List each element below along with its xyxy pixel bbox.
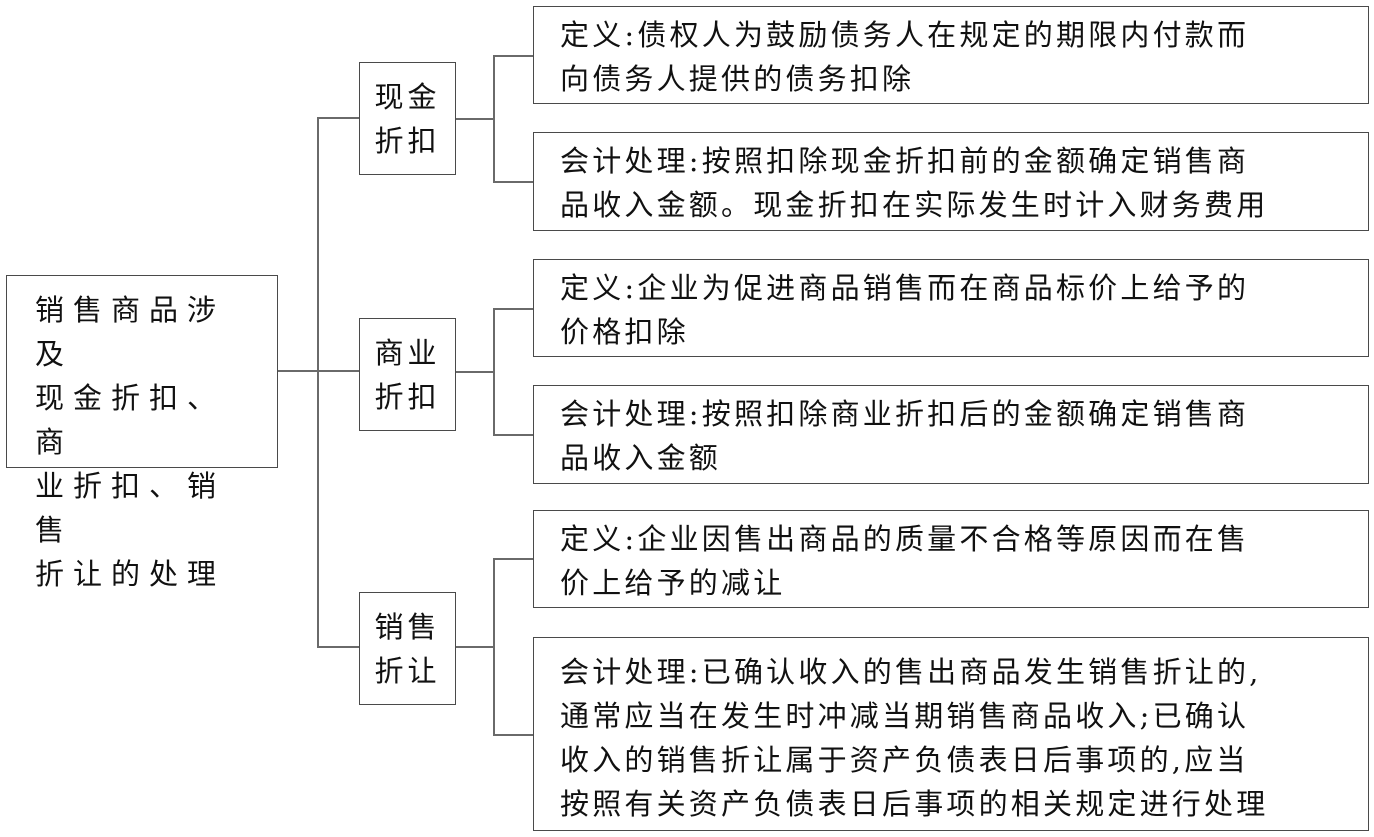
detail-line: 会计处理:已确认收入的售出商品发生销售折让的, bbox=[560, 655, 1262, 689]
connector-trade-discount-trunk bbox=[493, 308, 495, 435]
category-label-line: 折扣 bbox=[374, 380, 441, 414]
cash-discount-definition: 定义:债权人为鼓励债务人在规定的期限内付款而 向债务人提供的债务扣除 bbox=[533, 6, 1369, 104]
root-line: 现金折扣、商 bbox=[35, 381, 226, 459]
connector-trade-discount-definition bbox=[493, 308, 533, 310]
root-node: 销售商品涉及 现金折扣、商 业折扣、销售 折让的处理 bbox=[6, 275, 278, 591]
detail-line: 向债务人提供的债务扣除 bbox=[560, 62, 915, 96]
connector-cash-discount-out bbox=[456, 118, 494, 120]
connector-to-cash-discount bbox=[317, 117, 359, 119]
detail-line: 价格扣除 bbox=[560, 315, 689, 349]
detail-line: 通常应当在发生时冲减当期销售商品收入;已确认 bbox=[560, 699, 1250, 733]
category-sales-allowance: 销售 折让 bbox=[359, 592, 456, 705]
root-line: 销售商品涉及 bbox=[35, 293, 226, 371]
detail-line: 定义:债权人为鼓励债务人在规定的期限内付款而 bbox=[560, 18, 1250, 52]
connector-to-trade-discount bbox=[317, 370, 359, 372]
category-label-line: 现金 bbox=[374, 80, 441, 114]
root-line: 业折扣、销售 bbox=[35, 469, 226, 547]
detail-line: 按照有关资产负债表日后事项的相关规定进行处理 bbox=[560, 787, 1269, 821]
connector-cash-discount-definition bbox=[493, 55, 533, 57]
connector-root-trunk bbox=[317, 117, 319, 647]
trade-discount-accounting: 会计处理:按照扣除商业折扣后的金额确定销售商 品收入金额 bbox=[533, 385, 1369, 484]
sales-allowance-definition: 定义:企业因售出商品的质量不合格等原因而在售 价上给予的减让 bbox=[533, 510, 1369, 608]
detail-line: 品收入金额 bbox=[560, 441, 722, 475]
detail-line: 会计处理:按照扣除商业折扣后的金额确定销售商 bbox=[560, 397, 1250, 431]
connector-sales-allowance-trunk bbox=[493, 558, 495, 735]
detail-line: 定义:企业因售出商品的质量不合格等原因而在售 bbox=[560, 522, 1250, 556]
category-label-line: 折让 bbox=[374, 654, 441, 688]
connector-trade-discount-out bbox=[456, 371, 494, 373]
detail-line: 价上给予的减让 bbox=[560, 566, 786, 600]
detail-line: 会计处理:按照扣除现金折扣前的金额确定销售商 bbox=[560, 144, 1250, 178]
category-label-line: 销售 bbox=[374, 610, 441, 644]
connector-root-out bbox=[278, 370, 318, 372]
category-cash-discount: 现金 折扣 bbox=[359, 62, 456, 175]
connector-sales-allowance-out bbox=[456, 646, 494, 648]
connector-to-sales-allowance bbox=[317, 646, 359, 648]
detail-line: 收入的销售折让属于资产负债表日后事项的,应当 bbox=[560, 743, 1249, 777]
connector-trade-discount-accounting bbox=[493, 434, 533, 436]
cash-discount-accounting: 会计处理:按照扣除现金折扣前的金额确定销售商 品收入金额。现金折扣在实际发生时计… bbox=[533, 132, 1369, 231]
category-label-line: 商业 bbox=[374, 336, 441, 370]
detail-line: 品收入金额。现金折扣在实际发生时计入财务费用 bbox=[560, 188, 1269, 222]
connector-sales-allowance-definition bbox=[493, 558, 533, 560]
detail-line: 定义:企业为促进商品销售而在商品标价上给予的 bbox=[560, 271, 1250, 305]
category-trade-discount: 商业 折扣 bbox=[359, 318, 456, 431]
connector-cash-discount-trunk bbox=[493, 55, 495, 182]
connector-cash-discount-accounting bbox=[493, 181, 533, 183]
connector-sales-allowance-accounting bbox=[493, 734, 533, 736]
root-line: 折让的处理 bbox=[35, 557, 226, 591]
category-label-line: 折扣 bbox=[374, 124, 441, 158]
sales-allowance-accounting: 会计处理:已确认收入的售出商品发生销售折让的, 通常应当在发生时冲减当期销售商品… bbox=[533, 637, 1369, 831]
trade-discount-definition: 定义:企业为促进商品销售而在商品标价上给予的 价格扣除 bbox=[533, 259, 1369, 357]
